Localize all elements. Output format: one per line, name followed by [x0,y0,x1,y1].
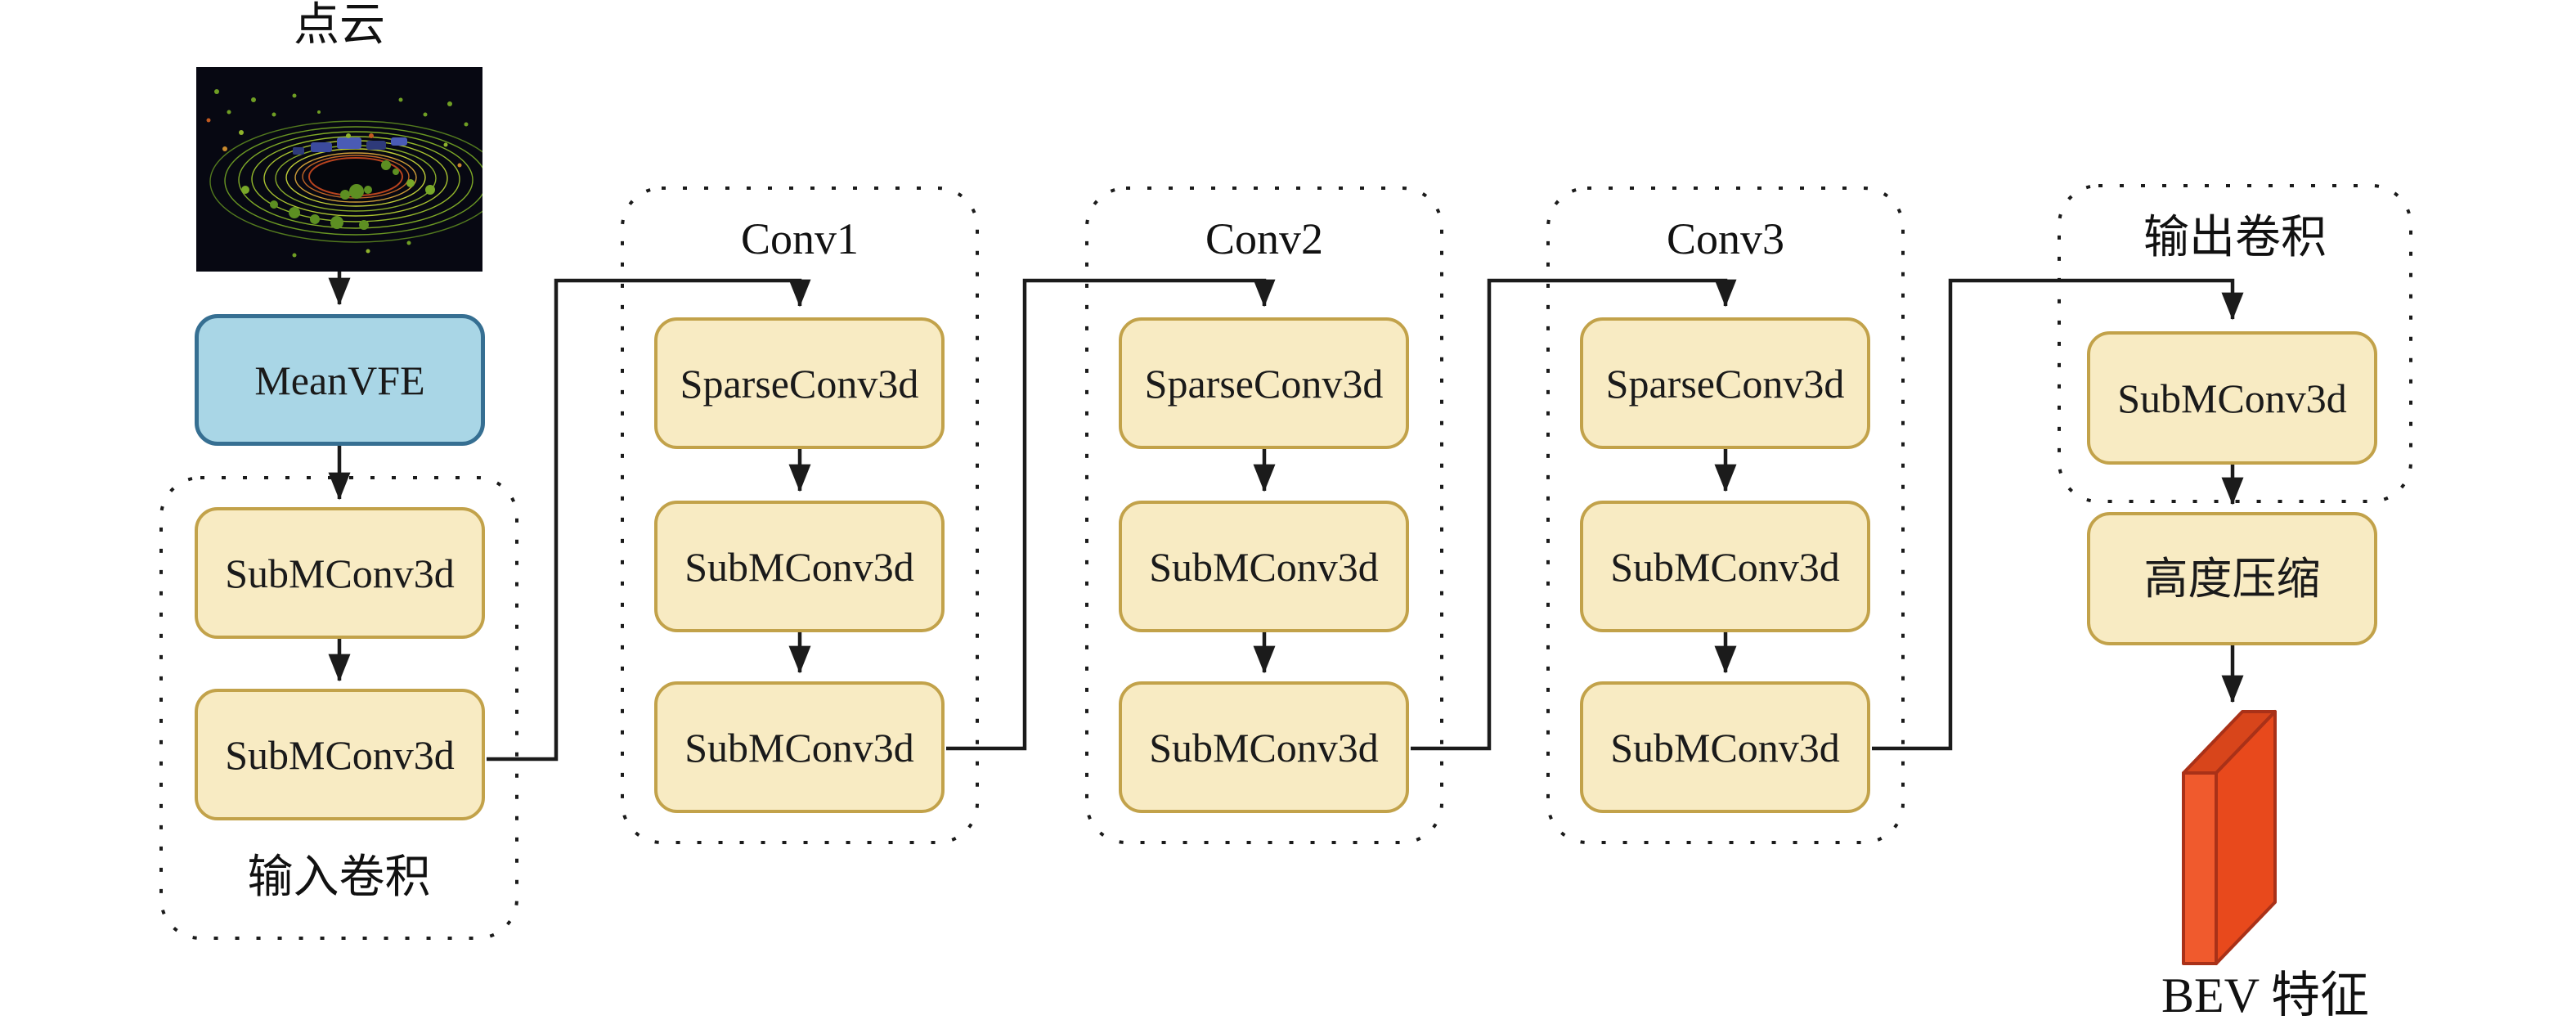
node-height-compression: 高度压缩 [2087,512,2377,645]
node-meanvfe: MeanVFE [195,314,485,446]
connector-conv1-to-conv2 [946,278,1276,751]
group-caption-conv3: Conv3 [1666,213,1785,263]
node-conv2-submconv3d-1: SubMConv3d [1119,501,1409,632]
lidar-rings [209,120,482,243]
bev-feature-slab [2182,710,2277,965]
node-input-submconv3d-2: SubMConv3d [195,689,485,820]
tree-and-clutter-dots [206,89,469,258]
node-conv1-submconv3d-2: SubMConv3d [654,681,945,813]
bev-slab-front-face [2182,771,2218,965]
point-cloud-label: 点云 [294,0,385,51]
node-conv3-submconv3d-2: SubMConv3d [1580,681,1870,813]
connector-conv3-to-output [1872,278,2244,751]
connector-conv2-to-conv3 [1411,278,1737,751]
connector-input-to-conv1 [487,278,811,762]
group-caption-conv1: Conv1 [740,213,859,263]
node-input-submconv3d-1: SubMConv3d [195,507,485,639]
point-cloud-image [196,67,482,272]
group-caption-conv2: Conv2 [1205,213,1324,263]
node-conv1-submconv3d-1: SubMConv3d [654,501,945,632]
node-output-submconv3d: SubMConv3d [2087,331,2377,465]
node-conv3-submconv3d-1: SubMConv3d [1580,501,1870,632]
group-caption-input: 输入卷积 [247,852,431,903]
node-conv1-sparseconv3d: SparseConv3d [654,317,945,449]
node-conv2-submconv3d-2: SubMConv3d [1119,681,1409,813]
vegetation-blobs [241,160,435,230]
group-caption-output: 输出卷积 [2143,212,2327,263]
group-border-output [2058,184,2412,503]
node-conv2-sparseconv3d: SparseConv3d [1119,317,1409,449]
node-conv3-sparseconv3d: SparseConv3d [1580,317,1870,449]
vehicle-clusters [293,133,407,155]
bev-feature-label: BEV 特征 [2161,968,2369,1022]
